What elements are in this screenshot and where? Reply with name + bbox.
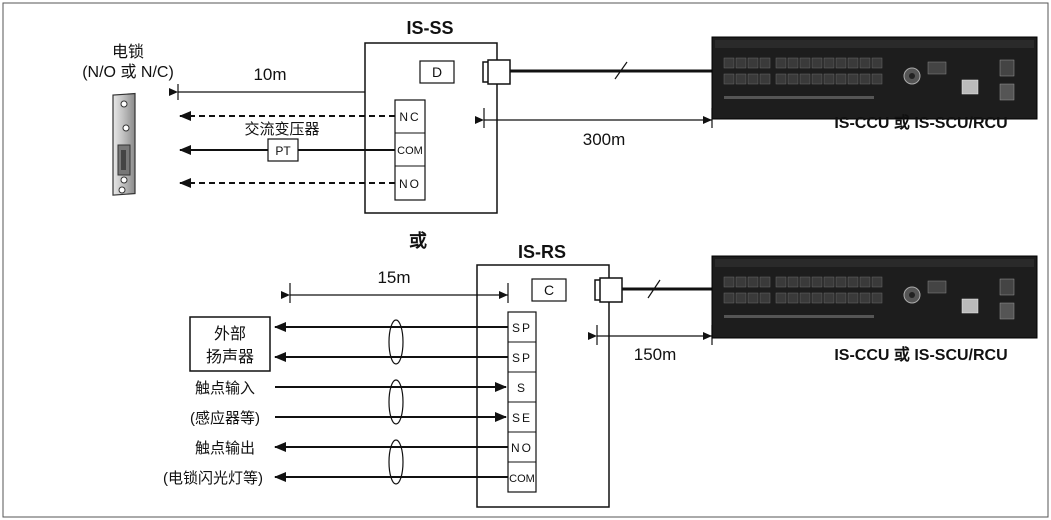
terminal-se: SE xyxy=(512,411,532,425)
is-rs-title: IS-RS xyxy=(518,242,566,262)
rack-unit-top xyxy=(711,36,1038,120)
electric-lock-icon xyxy=(112,92,136,196)
terminal-sp-2: SP xyxy=(512,351,532,365)
contact-output-note: (电锁闪光灯等) xyxy=(163,469,263,487)
dim-15m-label: 15m xyxy=(377,268,410,287)
twisted-pair-input xyxy=(388,379,404,425)
transformer-pt-label: PT xyxy=(275,144,291,158)
terminal-no-bottom: NO xyxy=(511,441,533,455)
unit-label-bottom: IS-CCU 或 IS-SCU/RCU xyxy=(834,345,1007,364)
is-rs-cable-plug xyxy=(594,277,623,303)
unit-label-top: IS-CCU 或 IS-SCU/RCU xyxy=(834,113,1007,132)
is-ss-connector-label: D xyxy=(432,64,442,80)
or-label: 或 xyxy=(409,230,427,251)
is-ss-title: IS-SS xyxy=(406,18,453,38)
contact-input-label: 触点输入 xyxy=(195,380,255,397)
terminal-s: S xyxy=(517,381,527,395)
cable-top-slash xyxy=(614,61,628,80)
contact-output-label: 触点输出 xyxy=(195,440,255,457)
terminal-com: COM xyxy=(397,145,423,157)
cable-bottom-slash xyxy=(647,279,661,299)
twisted-pair-output xyxy=(388,439,404,485)
dim-150m-label: 150m xyxy=(634,345,677,364)
terminal-no: NO xyxy=(399,177,421,191)
lock-subtitle: (N/O 或 N/C) xyxy=(82,63,174,81)
is-ss-cable-plug xyxy=(482,59,511,85)
is-ss-connector-box xyxy=(419,60,455,84)
terminal-sp-1: SP xyxy=(512,321,532,335)
rack-unit-bottom xyxy=(711,255,1038,339)
lock-title: 电锁 xyxy=(112,43,144,61)
is-rs-connector-label: C xyxy=(544,282,554,298)
twisted-pair-sp xyxy=(388,319,404,365)
speaker-label-line2: 扬声器 xyxy=(206,348,254,366)
is-rs-connector-box xyxy=(531,278,567,302)
is-ss-terminal-block xyxy=(394,99,426,201)
terminal-com-bottom: COM xyxy=(509,473,535,485)
speaker-label-line1: 外部 xyxy=(214,325,246,343)
transformer-pt-box xyxy=(267,138,299,162)
dim-10m-label: 10m xyxy=(253,65,286,84)
speaker-box xyxy=(189,316,271,372)
dim-300m-label: 300m xyxy=(583,130,626,149)
terminal-nc: NC xyxy=(399,110,420,124)
transformer-label: 交流变压器 xyxy=(244,120,319,138)
contact-input-note: (感应器等) xyxy=(190,409,260,427)
